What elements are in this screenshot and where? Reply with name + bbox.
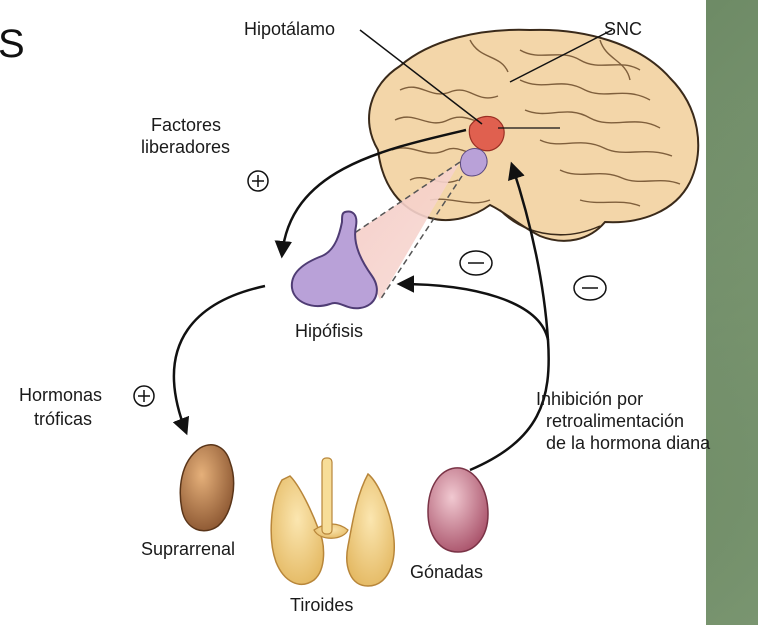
label-retroalimentacion: retroalimentación [546,410,684,432]
label-hipotalamo: Hipotálamo [244,18,335,40]
thyroid-gland [271,458,394,586]
label-hormona-diana: de la hormona diana [546,432,710,454]
label-inhibicion: Inhibición por [536,388,643,410]
brain-pituitary [460,149,487,177]
label-snc: SNC [604,18,642,40]
label-gonadas: Gónadas [410,561,483,583]
minus-sign-pituitary [460,251,492,275]
adrenal-gland [180,445,233,531]
minus-sign-brain [574,276,606,300]
label-hipofisis: Hipófisis [295,320,363,342]
feedback-to-pituitary-arrow [400,284,548,340]
tropic-hormones-arrow [174,286,265,432]
label-suprarrenal: Suprarrenal [141,538,235,560]
plus-sign-tropic [134,386,154,406]
label-hormonas: Hormonas [19,384,102,406]
label-tiroides: Tiroides [290,594,353,616]
plus-sign-releasing [248,171,268,191]
hypothalamus-region [469,116,504,150]
label-troficas: tróficas [34,408,92,430]
label-liberadores: liberadores [141,136,230,158]
label-factores: Factores [151,114,221,136]
gonad [428,468,488,552]
